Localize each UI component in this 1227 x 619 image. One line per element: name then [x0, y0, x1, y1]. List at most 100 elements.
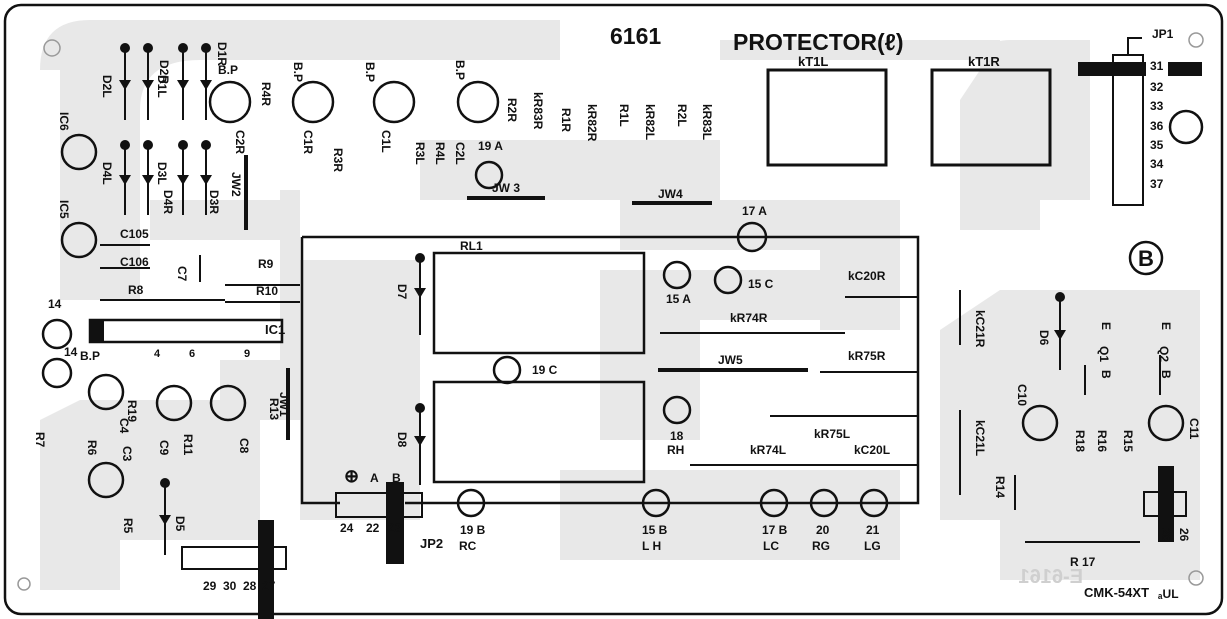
- label-c10: C10: [1015, 384, 1029, 406]
- label-jw5: JW5: [718, 353, 743, 367]
- jp1-pin-label: 34: [1150, 157, 1164, 171]
- ic1-pin-label: 4: [154, 348, 161, 360]
- mirror-text: E-6161: [1019, 566, 1084, 588]
- cert-mark: ₐUL: [1158, 587, 1179, 601]
- label-r18: R18: [1073, 430, 1087, 452]
- label-b1: B: [1099, 370, 1113, 379]
- jp2-pin-label: 22: [366, 521, 380, 535]
- label-bp-4: B.P: [453, 60, 467, 80]
- label-d7: D7: [395, 284, 409, 300]
- pad-label: RH: [667, 443, 684, 457]
- pad-label: B: [392, 471, 401, 485]
- label-c11: C11: [1187, 418, 1201, 440]
- ic1-pin1-mark: [90, 320, 104, 342]
- mounting-holes: [17, 32, 1204, 591]
- section-mark-circle: [1128, 240, 1164, 276]
- pad-label: 20: [816, 523, 830, 537]
- lower-pin-label: 27: [262, 579, 276, 593]
- label-r14: R14: [993, 476, 1007, 498]
- pad-label: L H: [642, 539, 661, 553]
- relay-rl1-lower: [432, 380, 646, 484]
- label-kc20l: kC20L: [854, 443, 890, 457]
- label-c2r: C2R: [233, 130, 247, 154]
- label-e1: E: [1099, 322, 1113, 330]
- pad-label: 17 B: [762, 523, 788, 537]
- label-e2: E: [1159, 322, 1173, 330]
- lower-connector-bar: [258, 520, 274, 619]
- diode-symbols: [119, 43, 1066, 525]
- label-jw2: JW2: [229, 172, 243, 197]
- pad-label: RG: [812, 539, 830, 553]
- jp1-pin-label: 32: [1150, 80, 1164, 94]
- lower-connector: [181, 546, 287, 570]
- pad-label: LC: [763, 539, 779, 553]
- pad-label: 15 B: [642, 523, 668, 537]
- ic1-label: IC1: [265, 322, 285, 337]
- pad-labels: 19 A 17 A 15 A 15 C 19 C 18 RH 19 B RC 1…: [48, 139, 1191, 593]
- right-connector-bar: [1158, 466, 1174, 542]
- label-r16: R16: [1095, 430, 1109, 452]
- component-labels: D2R D1R D2L D1L B.P B.P B.P B.P B.P R4R …: [33, 42, 1201, 569]
- label-r15: R15: [1121, 430, 1135, 452]
- jp1-pin-labels: 31 32 33 36 35 34 37: [1150, 59, 1164, 191]
- jp1-pin-label: 37: [1150, 177, 1164, 191]
- label-c3: C3: [120, 446, 134, 462]
- pad-label: 18: [670, 429, 684, 443]
- label-kr75l: kR75L: [814, 427, 850, 441]
- jumper-wires: [244, 155, 808, 440]
- label-bp-2: B.P: [291, 62, 305, 82]
- label-r9: R9: [258, 257, 274, 271]
- label-c7: C7: [175, 266, 189, 282]
- jp1-pin-label: 31: [1150, 59, 1164, 73]
- jp2-connector: [335, 492, 423, 518]
- label-d1r: D1R: [215, 42, 229, 66]
- pad-label: ⊕: [344, 466, 359, 486]
- pad-label: LG: [864, 539, 881, 553]
- label-b2: B: [1159, 370, 1173, 379]
- right-pin-label: 25: [1159, 528, 1173, 542]
- ghost-traces: [40, 20, 1200, 590]
- pad-label: 19 B: [460, 523, 486, 537]
- label-bp-1: B.P: [218, 63, 238, 77]
- relay-rl1-upper: [432, 251, 646, 355]
- label-r4l: R4L: [433, 142, 447, 165]
- label-d5: D5: [173, 516, 187, 532]
- pads: [41, 160, 889, 518]
- pad-label: A: [370, 471, 379, 485]
- label-c9: C9: [157, 440, 171, 456]
- relay-kt1r-label: kT1R: [968, 54, 1000, 69]
- jp1-hole: [1168, 109, 1204, 145]
- jp1-connector: [1112, 54, 1144, 206]
- board-title: PROTECTOR(ℓ): [733, 29, 904, 55]
- label-d6: D6: [1037, 330, 1051, 346]
- label-d2l: D2L: [100, 75, 114, 98]
- label-r2l: R2L: [675, 104, 689, 127]
- label-r8: R8: [128, 283, 144, 297]
- label-r6: R6: [85, 440, 99, 456]
- label-c4: C4: [117, 418, 131, 434]
- ic1-pin-label: 6: [189, 348, 195, 360]
- label-jw4: JW4: [658, 187, 683, 201]
- label-kr74l: kR74L: [750, 443, 786, 457]
- main-trace-loop: [300, 235, 920, 505]
- label-bp-3: B.P: [363, 62, 377, 82]
- relay-kt1l-label: kT1L: [798, 54, 828, 69]
- part-number: 6161: [610, 23, 661, 49]
- label-c1r: C1R: [301, 130, 315, 154]
- label-kr74r: kR74R: [730, 311, 768, 325]
- label-d8: D8: [395, 432, 409, 448]
- jp1-pin-label: 33: [1150, 99, 1164, 113]
- label-kc21r: kC21R: [973, 310, 987, 348]
- label-kr83r: kR83R: [531, 92, 545, 130]
- label-d4r: D4R: [161, 190, 175, 214]
- label-r3r: R3R: [331, 148, 345, 172]
- label-d3l: D3L: [155, 162, 169, 185]
- label-kr83l: kR83L: [700, 104, 714, 140]
- jp1-label: JP1: [1152, 27, 1174, 41]
- pad-label: 19 C: [532, 363, 558, 377]
- label-c106: C106: [120, 255, 149, 269]
- jp1-pin31-bar: [1168, 62, 1202, 76]
- section-mark: B: [1138, 246, 1154, 271]
- pad-label: 14: [48, 297, 62, 311]
